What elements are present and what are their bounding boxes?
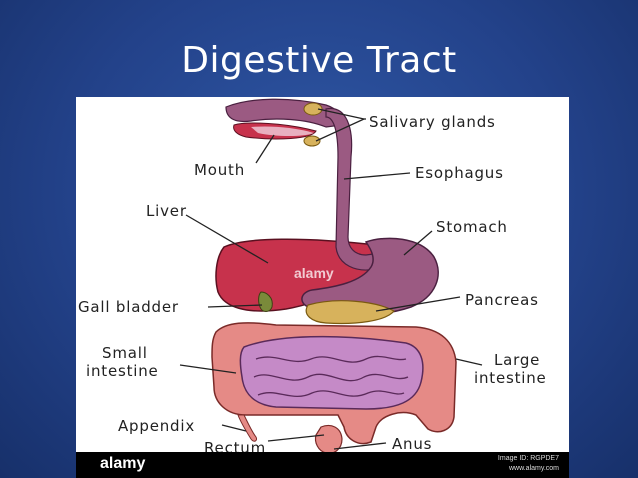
rectum (314, 424, 343, 454)
small-intestine (239, 335, 424, 410)
label-small-intestine-1: Small (102, 344, 148, 362)
label-mouth: Mouth (194, 161, 245, 179)
digestive-system-diagram: Salivary glands Mouth Esophagus Liver St… (76, 97, 569, 478)
label-anus: Anus (392, 435, 432, 453)
label-gall-bladder: Gall bladder (78, 298, 179, 316)
diagram-svg: Salivary glands Mouth Esophagus Liver St… (78, 98, 547, 457)
slide-title: Digestive Tract (181, 40, 457, 81)
label-pancreas: Pancreas (465, 291, 539, 309)
watermark-center: alamy (294, 265, 334, 281)
appendix (237, 414, 257, 442)
label-large-intestine-1: Large (494, 351, 540, 369)
watermark-site: www.alamy.com (508, 465, 559, 472)
label-liver: Liver (146, 202, 187, 220)
tongue (251, 126, 314, 136)
salivary-gland-1 (303, 102, 323, 116)
label-small-intestine-2: intestine (86, 362, 159, 380)
watermark-image-id: Image ID: RGPDE7 (497, 455, 559, 462)
label-esophagus: Esophagus (415, 164, 504, 182)
label-stomach: Stomach (436, 218, 508, 236)
label-large-intestine-2: intestine (474, 369, 547, 387)
gall-bladder (258, 291, 273, 312)
watermark-footer: alamy Image ID: RGPDE7 www.alamy.com (76, 452, 569, 478)
pancreas (305, 300, 395, 325)
label-salivary-glands: Salivary glands (369, 113, 496, 131)
pointer-lines (179, 108, 483, 450)
watermark-logo: alamy (100, 455, 146, 472)
salivary-gland-2 (303, 135, 321, 147)
watermark-info: Image ID: RGPDE7 www.alamy.com (498, 454, 559, 474)
label-appendix: Appendix (118, 417, 195, 435)
small-intestine-coils (253, 355, 409, 398)
